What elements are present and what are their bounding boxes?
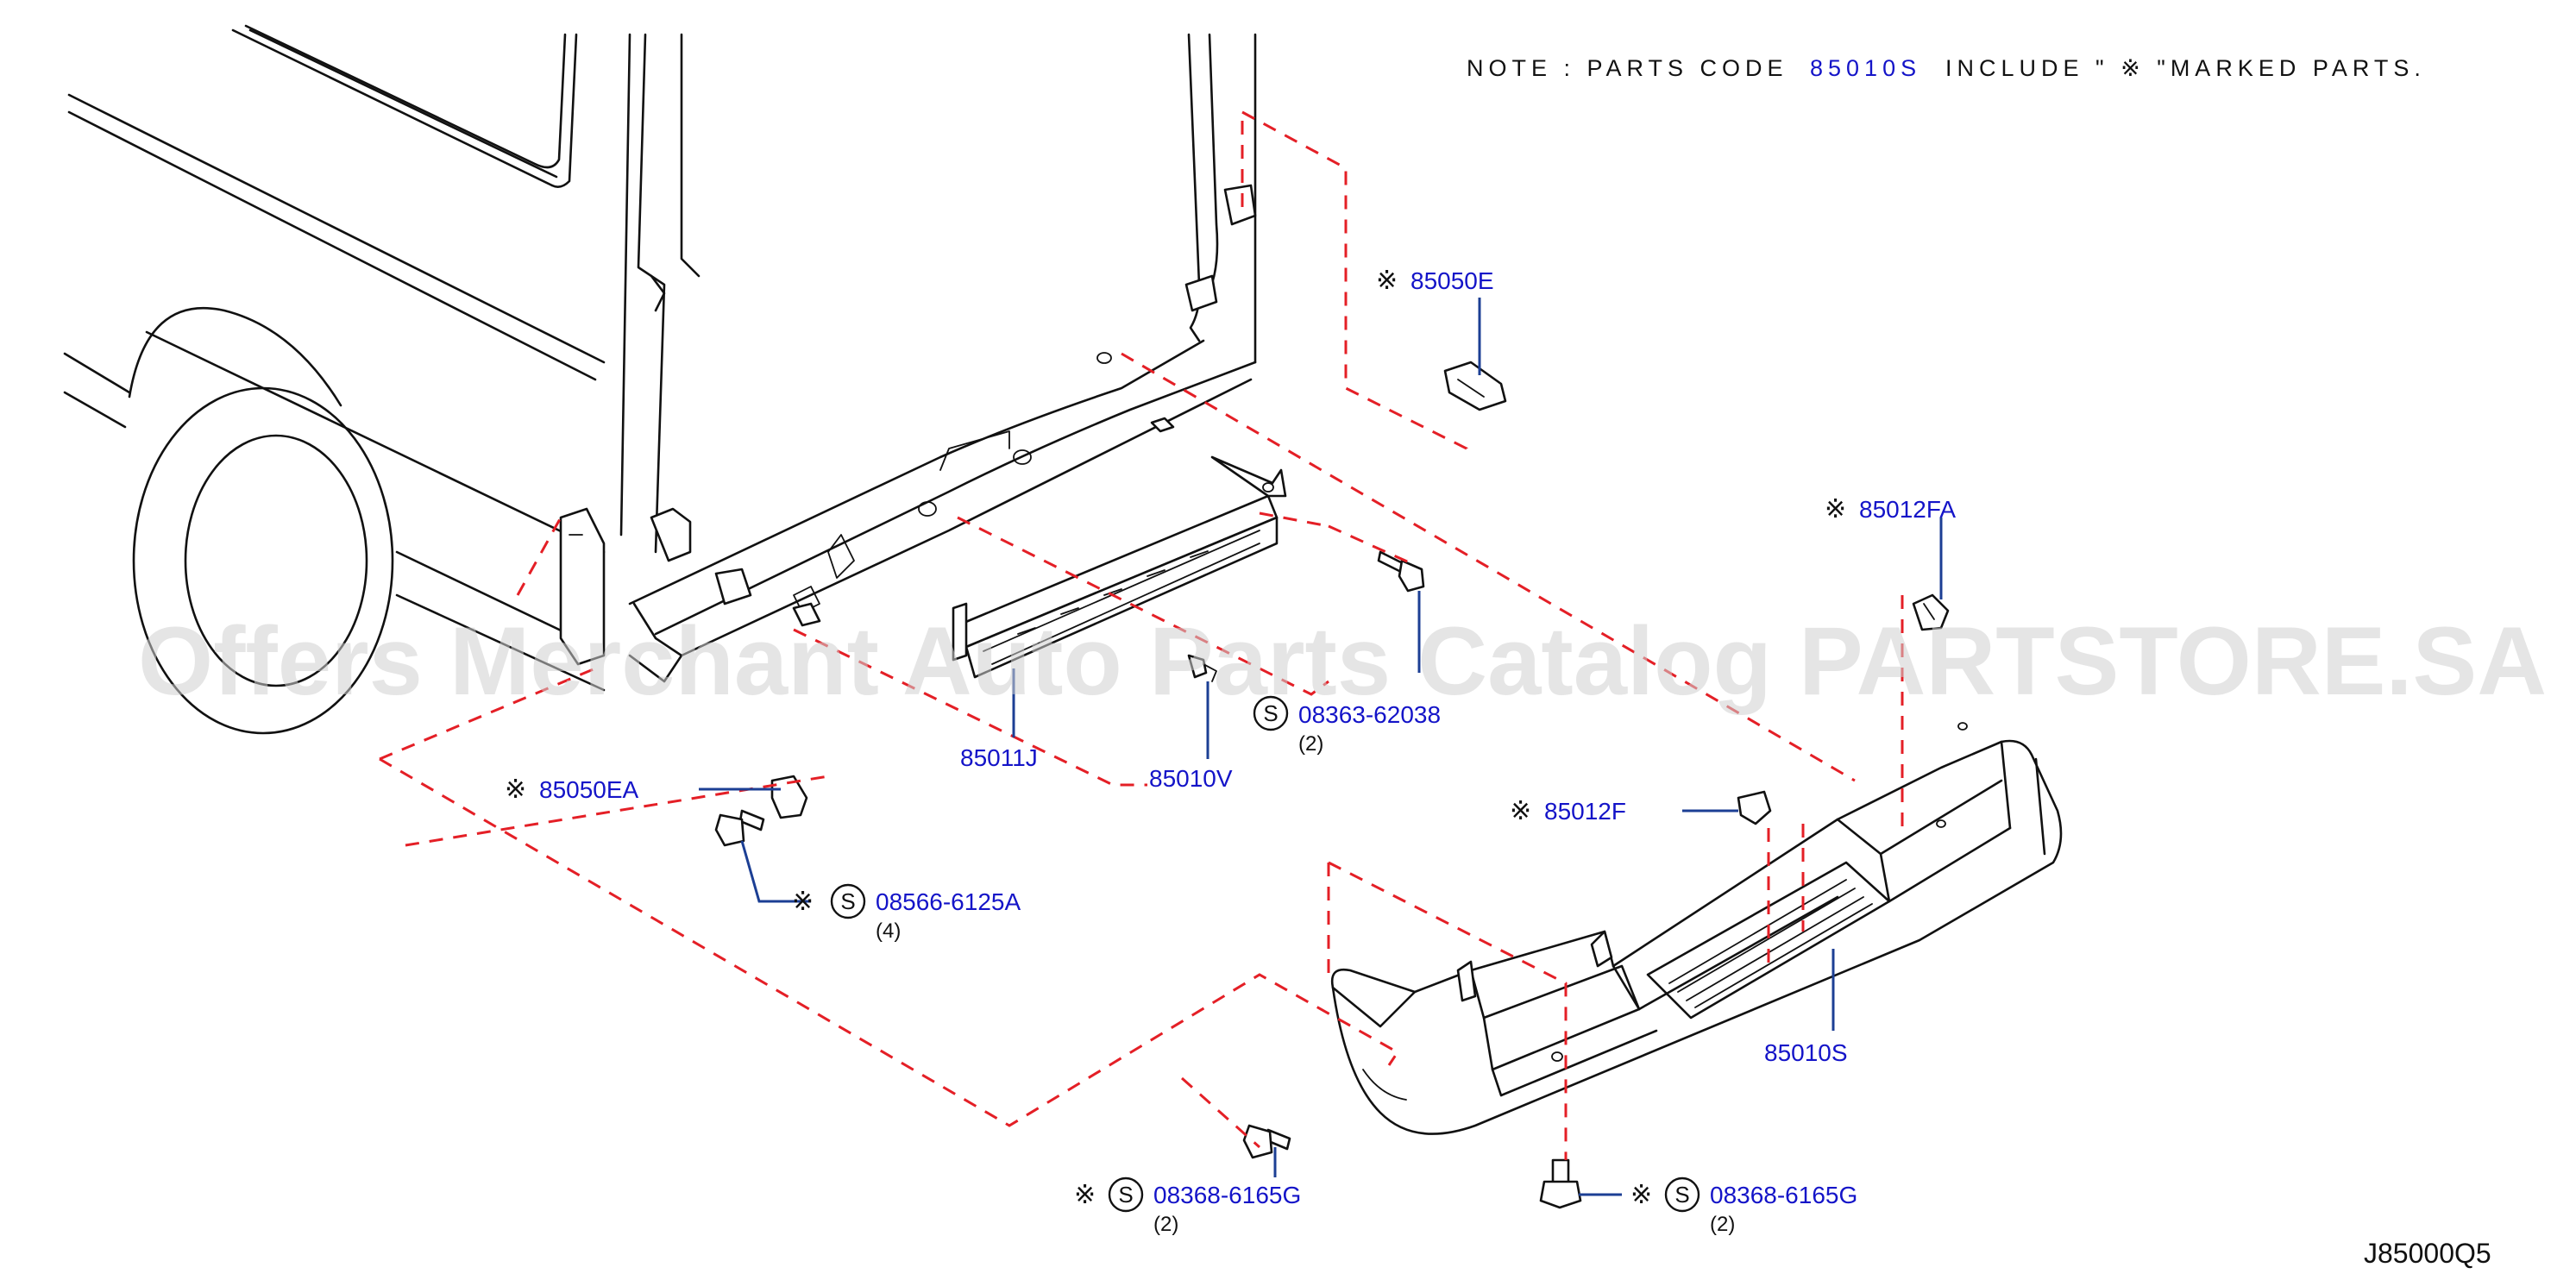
assembly-lines <box>379 110 1904 1160</box>
callout-85011J: 85011J <box>960 744 1038 771</box>
callout-08363-62038: S 08363-62038 (2) <box>1253 695 1441 756</box>
part-quantity: (2) <box>1153 1213 1178 1236</box>
part-number-08363-62038[interactable]: 08363-62038 <box>1298 701 1441 728</box>
callout-85010V: 85010V <box>1149 765 1233 792</box>
standard-part-letter: S <box>1263 700 1278 726</box>
bracket-85050E <box>1443 361 1507 411</box>
part-number-08566-6125A[interactable]: 08566-6125A <box>876 888 1021 915</box>
note-parts-code[interactable]: 85010S <box>1810 55 1921 81</box>
diagram-id: J85000Q5 <box>2364 1238 2491 1269</box>
clip-85010V <box>1187 654 1217 682</box>
note-text-before: NOTE : PARTS CODE <box>1467 55 1788 81</box>
part-number-85010V[interactable]: 85010V <box>1149 765 1233 792</box>
clip-85012F <box>1737 790 1772 825</box>
marked-part-symbol: ※ <box>1074 1180 1096 1210</box>
part-number-85012FA[interactable]: 85012FA <box>1859 496 1956 523</box>
watermark: Offers Merchant Auto Parts Catalog PARTS… <box>138 607 2547 715</box>
part-number-85050EA[interactable]: 85050EA <box>539 776 639 803</box>
marked-part-symbol: ※ <box>792 887 814 917</box>
part-quantity: (2) <box>1710 1213 1735 1236</box>
bracket-85011J <box>952 455 1287 679</box>
clip-85012FA <box>1912 593 1950 631</box>
callout-08566-6125A: ※ S 08566-6125A (4) <box>792 883 1021 943</box>
part-number-85050E[interactable]: 85050E <box>1411 267 1494 294</box>
callout-08368-6165G-right: ※ S 08368-6165G (2) <box>1630 1176 1857 1236</box>
clip-85050EA <box>770 775 808 819</box>
part-number-85011J[interactable]: 85011J <box>960 744 1038 771</box>
bolt-08368-6165G-left <box>1242 1124 1291 1159</box>
vehicle-body-rear <box>63 24 1257 735</box>
marked-part-symbol: ※ <box>1376 266 1398 296</box>
part-quantity: (4) <box>876 919 901 943</box>
rear-bumper-85010S <box>1330 722 2063 1135</box>
standard-part-icon <box>1664 1176 1700 1213</box>
part-number-85010S[interactable]: 85010S <box>1764 1039 1848 1066</box>
leader-lines <box>699 298 1943 1196</box>
standard-part-icon <box>830 883 866 919</box>
callout-85050E: ※ 85050E <box>1376 266 1494 296</box>
standard-part-letter: S <box>1118 1182 1133 1208</box>
standard-part-letter: S <box>840 888 855 914</box>
marked-part-symbol: ※ <box>505 775 526 805</box>
standard-part-icon <box>1108 1176 1144 1213</box>
bolt-08363-62038 <box>1377 550 1425 593</box>
marked-part-symbol: ※ <box>1510 796 1531 826</box>
parts-note: NOTE : PARTS CODE 85010S INCLUDE " ※ "MA… <box>1467 55 2426 81</box>
standard-part-letter: S <box>1674 1182 1689 1208</box>
callout-85012FA: ※ 85012FA <box>1825 494 1956 524</box>
marked-part-symbol: ※ <box>1825 494 1846 524</box>
part-quantity: (2) <box>1298 732 1323 756</box>
part-number-08368-6165G[interactable]: 08368-6165G <box>1710 1182 1857 1208</box>
callout-85010S: 85010S <box>1764 1039 1848 1066</box>
marked-part-symbol: ※ <box>1630 1180 1652 1210</box>
callout-85050EA: ※ 85050EA <box>505 775 639 805</box>
bolt-08566-6125A <box>714 809 765 847</box>
bolt-08368-6165G-right <box>1539 1158 1582 1209</box>
part-number-85012F[interactable]: 85012F <box>1544 798 1626 825</box>
callout-08368-6165G-left: ※ S 08368-6165G (2) <box>1074 1176 1301 1236</box>
callout-85012F: ※ 85012F <box>1510 796 1626 826</box>
part-number-08368-6165G[interactable]: 08368-6165G <box>1153 1182 1301 1208</box>
note-text-after: INCLUDE " ※ "MARKED PARTS. <box>1945 55 2426 81</box>
standard-part-icon <box>1253 695 1289 731</box>
